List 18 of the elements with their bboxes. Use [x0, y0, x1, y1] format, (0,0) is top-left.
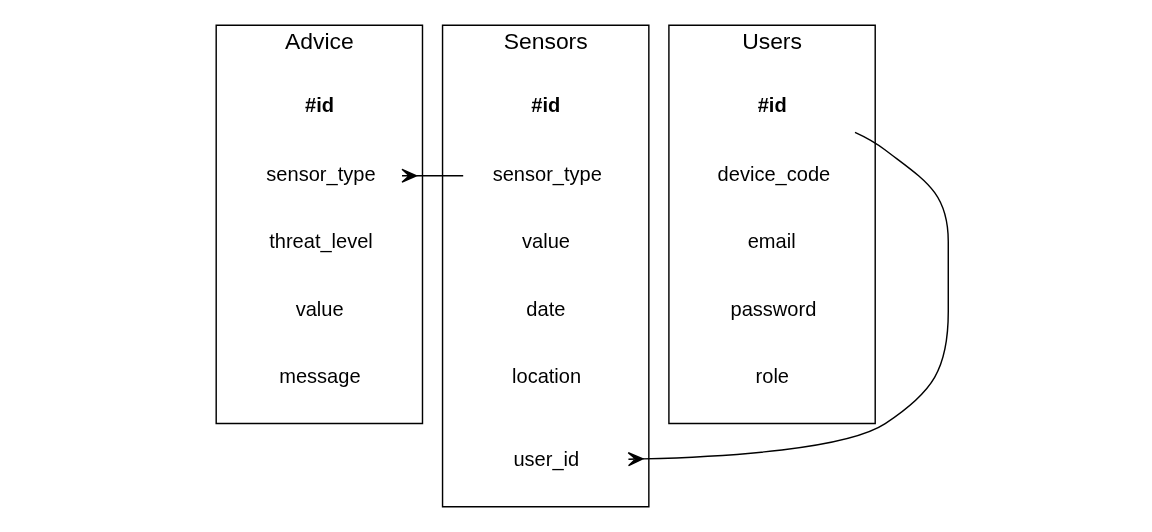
- node-text: location: [511, 365, 581, 388]
- connector: [627, 131, 949, 467]
- node-text: password: [730, 297, 816, 320]
- node-text: value: [295, 297, 344, 320]
- node-text: sensor_type: [265, 163, 376, 186]
- connector: [400, 168, 464, 183]
- node-text: device_code: [717, 163, 830, 186]
- node-text: role: [755, 365, 789, 388]
- node-text: #id: [304, 94, 334, 117]
- node-text: sensor_type: [492, 163, 602, 186]
- node-text: date: [525, 297, 565, 320]
- node-text: #id: [530, 94, 560, 117]
- node-text: value: [521, 230, 570, 253]
- node-text: threat_level: [268, 230, 373, 253]
- node-text: user_id: [512, 448, 579, 471]
- node-text: message: [278, 365, 361, 388]
- node-text: #id: [757, 94, 787, 117]
- node-text: email: [747, 230, 796, 253]
